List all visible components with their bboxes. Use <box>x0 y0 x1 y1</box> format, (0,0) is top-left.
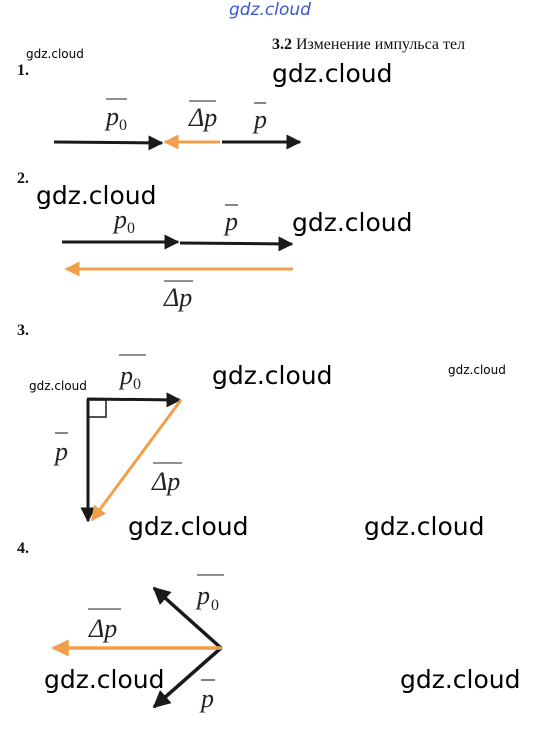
label-p0: p 0 <box>112 205 135 237</box>
svg-text:0: 0 <box>119 117 127 134</box>
label-delta-p: Δp <box>151 462 182 496</box>
section-number: 3.2 <box>272 36 292 53</box>
diagram-1: p 0 Δp p <box>53 98 302 151</box>
problem-number-3: 3. <box>17 322 29 339</box>
watermark: gdz.cloud <box>26 47 84 61</box>
label-p0: p 0 <box>195 574 224 614</box>
vector-delta-p <box>90 399 183 522</box>
svg-text:p: p <box>112 205 127 234</box>
right-angle-marker <box>87 399 107 418</box>
svg-text:p: p <box>252 105 267 134</box>
problem-number-1: 1. <box>17 62 29 79</box>
watermark: gdz.cloud <box>212 361 333 390</box>
section-title: 3.2 Изменение импульса тел <box>272 36 465 54</box>
svg-text:Δp: Δp <box>163 283 192 312</box>
svg-text:p: p <box>53 437 68 466</box>
problem-number-4: 4. <box>17 540 29 557</box>
svg-text:0: 0 <box>133 376 141 393</box>
svg-text:p: p <box>104 102 119 131</box>
vector-p <box>179 236 294 252</box>
diagram-3: p 0 p Δp <box>53 354 183 523</box>
watermark: gdz.cloud <box>128 512 249 541</box>
svg-text:p: p <box>199 684 214 713</box>
svg-text:p: p <box>195 581 210 610</box>
watermark: gdz.cloud <box>292 208 413 237</box>
label-p: p <box>223 204 238 236</box>
vector-p0 <box>53 135 164 151</box>
vector-p0 <box>86 392 182 408</box>
label-p0: p 0 <box>104 98 127 134</box>
svg-text:Δp: Δp <box>188 103 217 132</box>
svg-text:Δp: Δp <box>88 614 117 643</box>
watermark: gdz.cloud <box>272 59 393 88</box>
svg-text:p: p <box>118 361 133 390</box>
vector-p0 <box>152 586 223 650</box>
watermark: gdz.cloud <box>44 665 165 694</box>
watermark: gdz.cloud <box>400 665 521 694</box>
label-delta-p: Δp <box>163 280 193 312</box>
label-p: p <box>199 679 215 713</box>
problem-number-2: 2. <box>17 170 29 187</box>
svg-text:0: 0 <box>211 597 219 614</box>
watermark: gdz.cloud <box>29 379 87 393</box>
watermark-top: gdz.cloud <box>229 0 311 20</box>
section-heading: Изменение импульса тел <box>296 36 466 53</box>
diagram-4: p 0 Δp p <box>51 574 224 713</box>
label-p0: p 0 <box>118 354 146 393</box>
svg-text:Δp: Δp <box>151 467 180 496</box>
vector-p <box>152 646 223 709</box>
watermark: gdz.cloud <box>448 363 506 377</box>
watermark: gdz.cloud <box>364 512 485 541</box>
watermark: gdz.cloud <box>36 181 157 210</box>
label-p: p <box>252 102 267 134</box>
svg-text:p: p <box>223 207 238 236</box>
label-p: p <box>53 432 68 466</box>
diagram-2: p 0 p Δp <box>62 204 294 312</box>
label-delta-p: Δp <box>188 100 217 132</box>
svg-text:0: 0 <box>127 220 135 237</box>
label-delta-p: Δp <box>88 608 121 643</box>
